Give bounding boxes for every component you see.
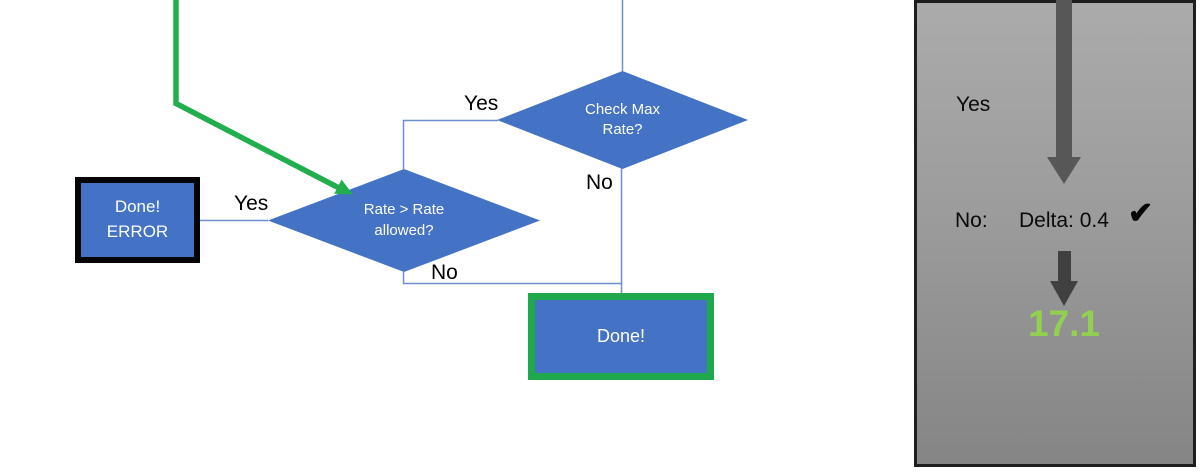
done-box: Done! [528, 293, 714, 380]
green-flow-arrow [173, 0, 353, 195]
side-panel [914, 0, 1196, 467]
panel-delta-value: Delta: 0.4 [1019, 209, 1109, 232]
done-box-label: Done! [596, 326, 646, 347]
decision-check-max-rate-label: Check Max Rate? [584, 100, 661, 138]
checkmax-yes-label: Yes [464, 92, 499, 115]
checkmax-no-label: No [586, 171, 613, 194]
checkmark-icon: ✔ [1128, 197, 1154, 230]
panel-yes-label: Yes [956, 93, 991, 116]
decision-check-max-rate: Check Max Rate? [497, 71, 748, 169]
rate-no-label: No [431, 261, 458, 284]
down-arrow-icon [1056, 0, 1072, 158]
panel-no-label: No: [955, 209, 988, 232]
done-error-box: Done! ERROR [75, 177, 200, 263]
rate-yes-label: Yes [234, 192, 269, 215]
done-error-line1: Done! [114, 197, 161, 217]
decision-rate-allowed-label: Rate > Rate allowed? [363, 201, 445, 239]
decision-rate-allowed: Rate > Rate allowed? [268, 169, 540, 272]
down-arrow-icon [1050, 281, 1078, 306]
connector-checkmax-yes-to-rate [402, 119, 498, 169]
down-arrow-icon [1047, 157, 1081, 184]
done-error-line2: ERROR [106, 222, 169, 241]
result-value: 17.1 [1027, 303, 1100, 344]
down-arrow-icon [1058, 251, 1071, 282]
